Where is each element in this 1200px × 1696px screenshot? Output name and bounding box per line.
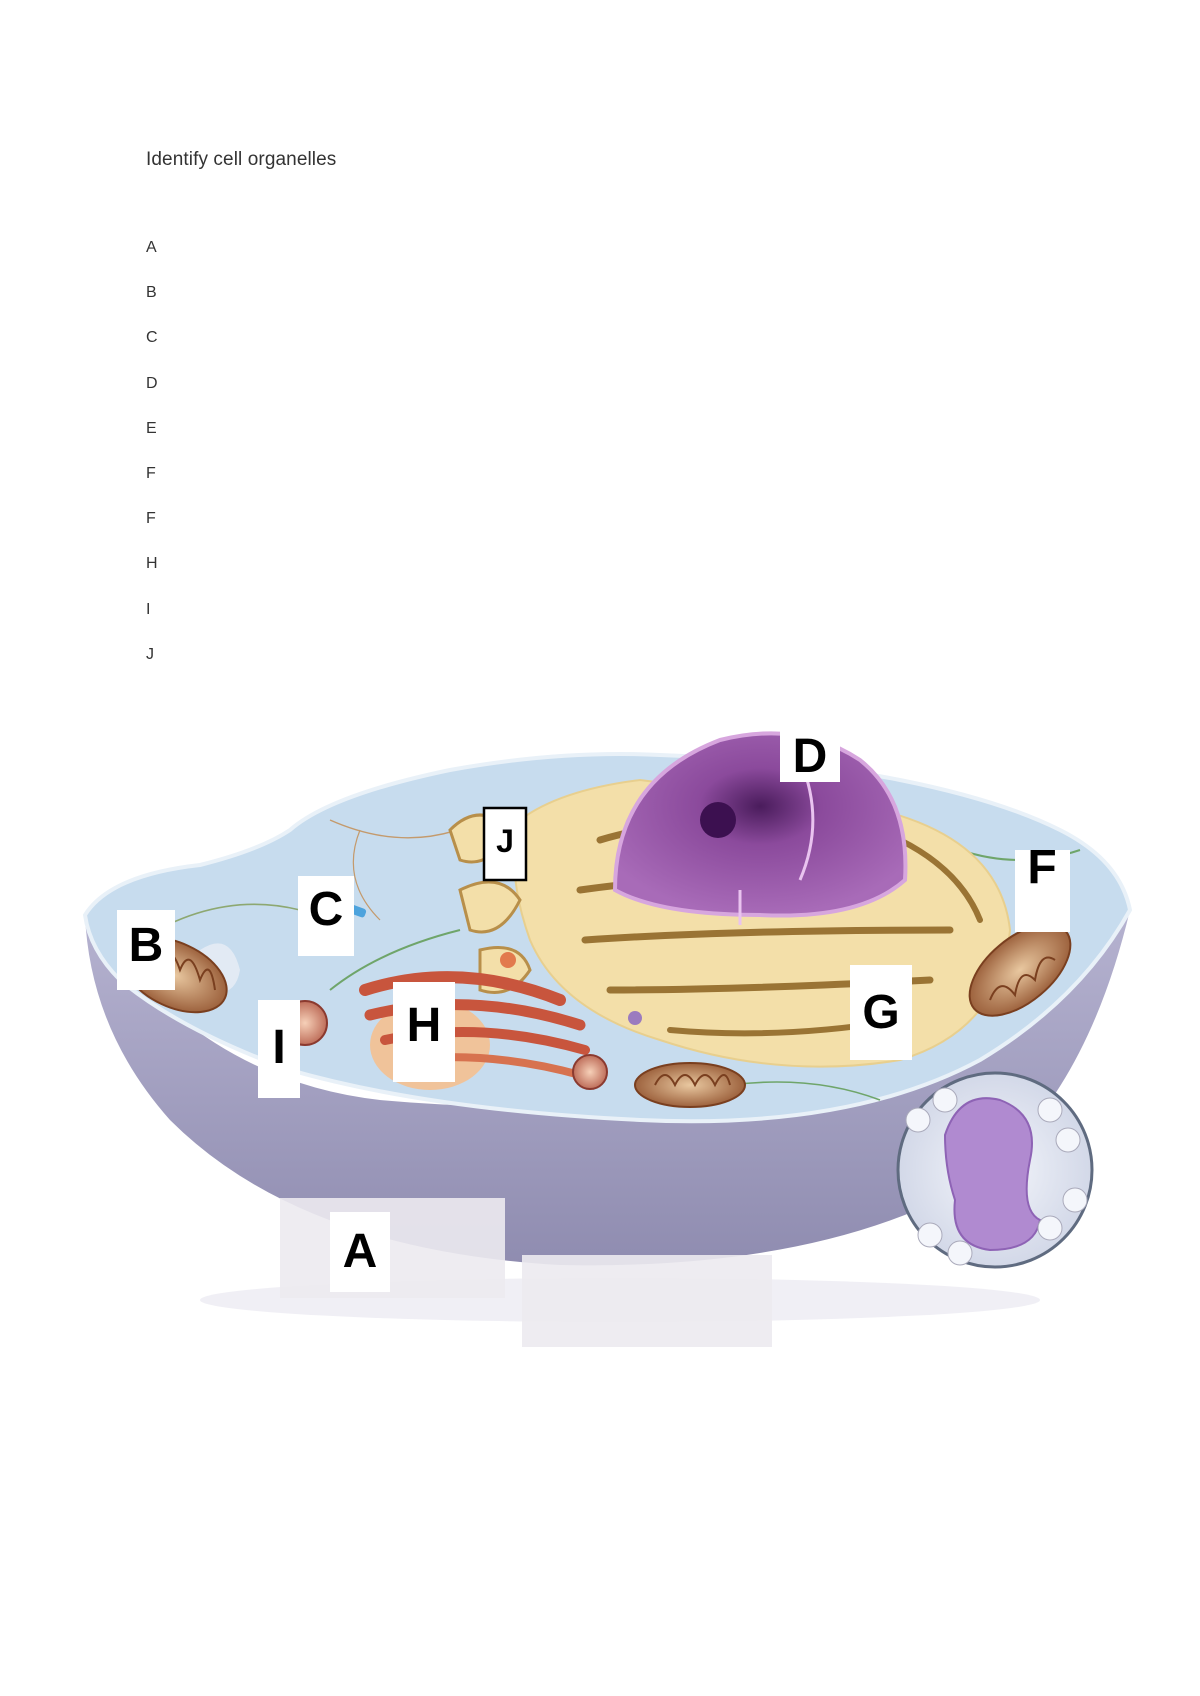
label-d: D [780, 730, 840, 783]
svg-text:C: C [309, 883, 344, 936]
svg-text:B: B [129, 919, 164, 972]
membrane-protein [943, 1097, 1042, 1252]
svg-text:A: A [343, 1225, 378, 1278]
blank-label-box [280, 1198, 505, 1298]
svg-text:D: D [793, 730, 828, 783]
label-i: I [258, 1000, 300, 1098]
nucleolus [700, 802, 736, 838]
label-g: G [850, 965, 912, 1060]
answer-line-e: E [146, 419, 157, 437]
vesicle [628, 1011, 642, 1025]
answer-line-b: B [146, 284, 157, 302]
page-title: Identify cell organelles [146, 149, 337, 170]
label-a: A [330, 1212, 390, 1292]
svg-text:G: G [862, 986, 899, 1039]
answer-line-h: H [146, 555, 158, 573]
svg-text:H: H [407, 999, 442, 1052]
vesicle [500, 952, 516, 968]
label-b: B [117, 910, 175, 990]
animal-cell-diagram: A B C D F G H I J [82, 730, 1133, 1347]
answer-list: A B C D E F F H I J [146, 239, 158, 692]
svg-text:I: I [272, 1021, 285, 1074]
svg-text:J: J [496, 823, 514, 859]
answer-line-c: C [146, 329, 158, 347]
answer-line-a: A [146, 239, 157, 256]
label-j: J [482, 806, 528, 882]
answer-line-i: I [146, 600, 151, 618]
answer-line-f: F [146, 464, 156, 482]
answer-line-f-second: F [146, 510, 156, 528]
svg-text:F: F [1027, 841, 1056, 894]
membrane-inset [896, 1071, 1094, 1269]
answer-line-j: J [146, 645, 154, 663]
blank-label-box [522, 1255, 772, 1347]
answer-line-d: D [146, 374, 158, 392]
label-h: H [393, 982, 455, 1082]
label-f: F [1015, 841, 1070, 932]
label-c: C [298, 876, 354, 956]
